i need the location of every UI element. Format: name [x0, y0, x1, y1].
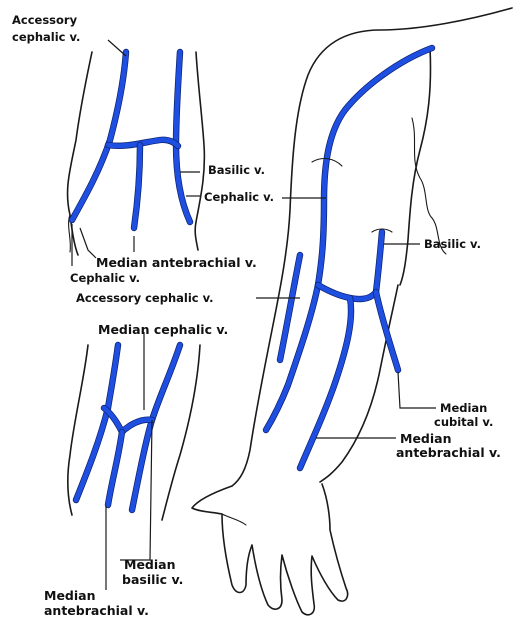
upper-left-forearm	[66, 48, 206, 256]
right-accessory-cephalic-vein	[277, 252, 303, 363]
label-median-cephalic: Median cephalic v.	[98, 322, 229, 337]
right-hand-outline	[191, 483, 349, 616]
right-median-antebrachial-vein	[297, 282, 354, 471]
label-median-antebrachial-bottom-line2: antebrachial v.	[44, 603, 149, 618]
label-median-antebrachial-right-line2: antebrachial v.	[396, 445, 501, 460]
upper-left-outline-right	[194, 51, 206, 251]
lower-left-outline-right	[161, 344, 201, 521]
right-full-arm	[191, 7, 513, 616]
lower-left-basilic-vein	[129, 342, 183, 513]
leader-lines	[71, 39, 436, 590]
right-arm-outline-elbow	[319, 284, 399, 483]
upper-left-median-antebrachial-vein	[131, 142, 143, 231]
upper-left-cephalic-vein	[69, 49, 129, 223]
label-cephalic-left-lower: Cephalic v.	[70, 271, 141, 285]
label-median-antebrachial-left: Median antebrachial v.	[96, 255, 257, 270]
label-accessory-cephalic-top-line2: cephalic v.	[12, 30, 81, 44]
right-arm-outline-inner	[399, 47, 432, 286]
right-cephalic-vein	[263, 45, 435, 433]
lower-left-outline-left	[67, 344, 89, 516]
label-basilic-right: Basilic v.	[424, 237, 481, 251]
label-accessory-cephalic-top-line1: Accessory	[12, 13, 78, 27]
lower-left-median-antebrachial-vein	[105, 429, 125, 508]
label-cephalic-left: Cephalic v.	[204, 190, 275, 204]
label-median-basilic-line2: basilic v.	[122, 572, 184, 587]
upper-left-connecting-vein	[105, 137, 181, 149]
right-arm-outline-outer	[231, 7, 513, 487]
label-basilic-left: Basilic v.	[208, 163, 265, 177]
label-median-cubital-line2: cubital v.	[434, 415, 494, 429]
lower-left-forearm	[67, 341, 201, 521]
label-median-antebrachial-bottom-line1: Median	[44, 588, 96, 603]
right-basilic-lower-vein	[373, 289, 401, 373]
upper-left-outline-left	[66, 51, 93, 256]
label-median-antebrachial-right-line1: Median	[400, 431, 452, 446]
label-median-cubital-line1: Median	[440, 401, 488, 415]
label-median-basilic-line1: Median	[124, 557, 176, 572]
label-accessory-cephalic-mid: Accessory cephalic v.	[76, 291, 214, 305]
